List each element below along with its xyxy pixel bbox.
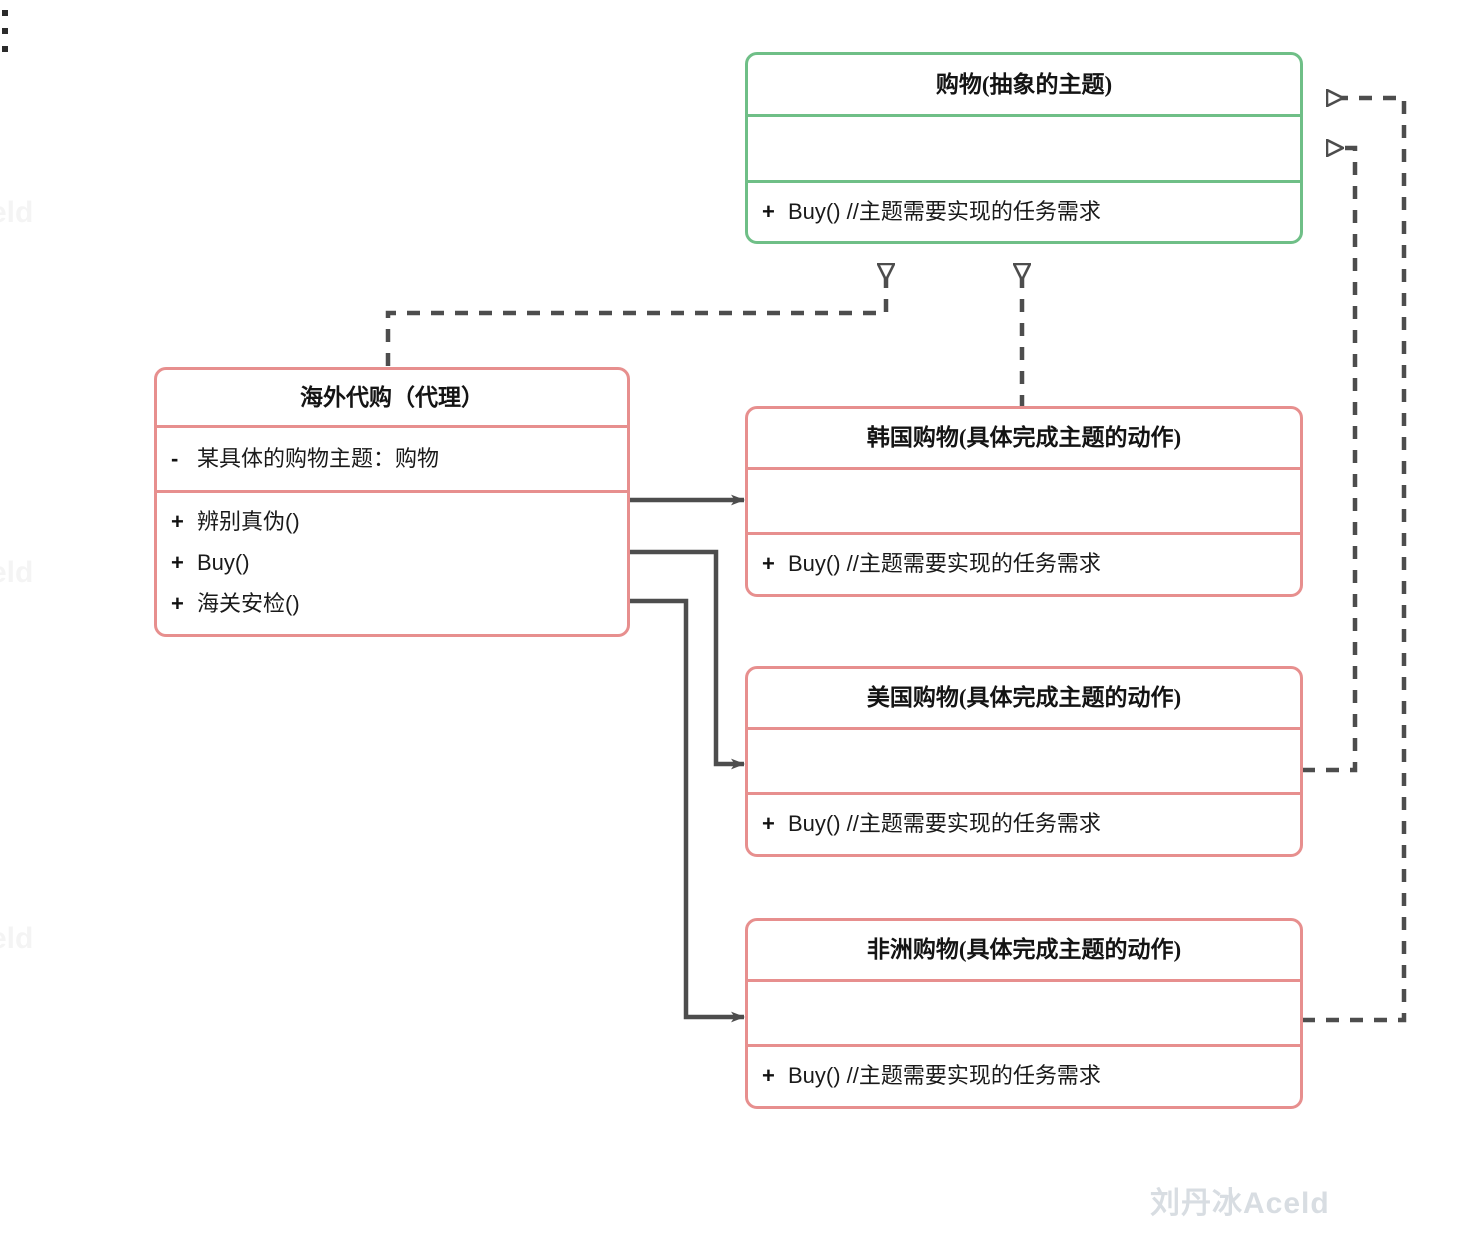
class-box-usa-shopping[interactable]: 美国购物(具体完成主题的动作) + Buy() //主题需要实现的任务需求: [745, 666, 1303, 857]
method-row: + Buy(): [171, 543, 613, 584]
class-attributes-overseas-agent: -某具体的购物主题：购物: [157, 425, 627, 490]
visibility-marker: +: [762, 1063, 775, 1089]
class-title-africa-shopping: 非洲购物(具体完成主题的动作): [866, 937, 1182, 963]
connector-agent-to-usa: [630, 549, 745, 770]
connector-agent-to-abstract: [385, 264, 886, 366]
corner-dots-marker: [2, 10, 8, 58]
watermark-edge-fragment: eld: [0, 556, 34, 589]
corner-dot: [2, 10, 8, 16]
class-methods-africa-shopping: + Buy() //主题需要实现的任务需求: [748, 1044, 1300, 1106]
class-attributes-usa-shopping: [748, 727, 1300, 792]
class-title-overseas-agent: 海外代购（代理）: [300, 384, 484, 410]
class-box-overseas-agent[interactable]: 海外代购（代理） -某具体的购物主题：购物 + 辨别真伪() + Buy() + 海关…: [154, 367, 630, 637]
watermark-edge-fragment: eld: [0, 922, 34, 955]
method-label: 辨别真伪(): [197, 509, 300, 535]
attribute-label: 某具体的购物主题：购物: [197, 445, 440, 471]
class-title-shopping-abstract: 购物(抽象的主题): [935, 71, 1113, 97]
method-row: + Buy() //主题需要实现的任务需求: [762, 1056, 1286, 1097]
visibility-marker: +: [762, 198, 775, 224]
class-attributes-shopping-abstract: [748, 114, 1300, 180]
visibility-marker: +: [171, 550, 184, 576]
method-label: Buy() //主题需要实现的任务需求: [788, 811, 1101, 837]
method-row: + 海关安检(): [171, 584, 613, 625]
visibility-marker: +: [762, 551, 775, 577]
corner-dot: [2, 46, 8, 52]
connector-usa-to-abstract: [1302, 148, 1358, 773]
method-label: Buy(): [197, 550, 250, 576]
watermark-edge-fragment: eld: [0, 196, 34, 229]
visibility-marker: +: [762, 811, 775, 837]
method-row: + Buy() //主题需要实现的任务需求: [762, 192, 1286, 233]
class-methods-overseas-agent: + 辨别真伪() + Buy() + 海关安检(): [157, 490, 627, 634]
class-title-usa-shopping: 美国购物(具体完成主题的动作): [866, 685, 1182, 711]
watermark-author: 刘丹冰Aceld: [1150, 1187, 1330, 1220]
method-label: Buy() //主题需要实现的任务需求: [788, 198, 1101, 224]
class-title-korea-shopping: 韩国购物(具体完成主题的动作): [866, 425, 1182, 451]
class-methods-usa-shopping: + Buy() //主题需要实现的任务需求: [748, 792, 1300, 854]
class-attributes-korea-shopping: [748, 467, 1300, 532]
visibility-marker: +: [171, 509, 184, 535]
corner-dot: [2, 28, 8, 34]
class-box-shopping-abstract[interactable]: 购物(抽象的主题) + Buy() //主题需要实现的任务需求: [745, 52, 1303, 244]
method-row: + Buy() //主题需要实现的任务需求: [762, 544, 1286, 585]
class-attributes-africa-shopping: [748, 979, 1300, 1044]
method-row: + 辨别真伪(): [171, 502, 613, 543]
method-row: + Buy() //主题需要实现的任务需求: [762, 804, 1286, 845]
visibility-marker: -: [171, 445, 179, 471]
class-box-africa-shopping[interactable]: 非洲购物(具体完成主题的动作) + Buy() //主题需要实现的任务需求: [745, 918, 1303, 1109]
connector-agent-to-africa: [630, 598, 745, 1023]
class-box-korea-shopping[interactable]: 韩国购物(具体完成主题的动作) + Buy() //主题需要实现的任务需求: [745, 406, 1303, 597]
class-methods-shopping-abstract: + Buy() //主题需要实现的任务需求: [748, 180, 1300, 241]
connector-africa-to-abstract: [1302, 98, 1407, 1023]
attribute-row: -某具体的购物主题：购物: [171, 439, 613, 480]
class-methods-korea-shopping: + Buy() //主题需要实现的任务需求: [748, 532, 1300, 594]
visibility-marker: +: [171, 590, 184, 616]
method-label: Buy() //主题需要实现的任务需求: [788, 551, 1101, 577]
method-label: Buy() //主题需要实现的任务需求: [788, 1063, 1101, 1089]
method-label: 海关安检(): [197, 590, 300, 616]
